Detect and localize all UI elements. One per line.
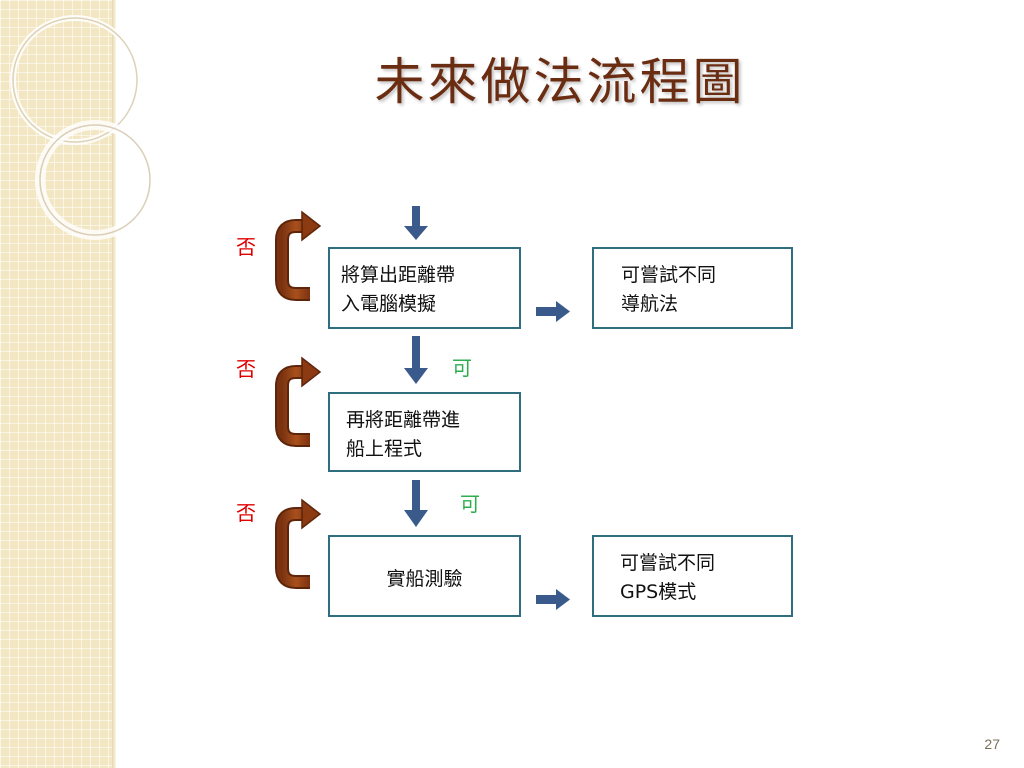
arrow-right-icon	[536, 589, 570, 610]
no-label: 否	[236, 235, 256, 259]
flow-alt-text: GPS模式	[620, 581, 697, 603]
flow-step-text: 實船測驗	[386, 568, 463, 590]
flow-step-ship-program: 再將距離帶進 船上程式	[328, 392, 521, 472]
flow-alt-text: 可嘗試不同	[620, 552, 716, 574]
slide-title: 未來做法流程圖	[374, 53, 746, 111]
no-label: 否	[236, 357, 256, 381]
flow-step-ship-test: 實船測驗	[328, 535, 521, 617]
flow-step-text: 再將距離帶進	[346, 409, 461, 431]
flow-step-simulate: 將算出距離帶 入電腦模擬	[328, 247, 521, 329]
yes-label: 可	[460, 492, 480, 516]
loop-back-arrow-icon	[275, 498, 322, 589]
arrow-right-icon	[536, 301, 570, 322]
arrow-down-icon	[404, 336, 428, 384]
yes-label: 可	[452, 356, 472, 380]
flow-step-text: 船上程式	[346, 438, 423, 460]
flow-alt-navigation: 可嘗試不同 導航法	[592, 247, 793, 329]
arrow-down-icon	[404, 480, 428, 527]
flow-step-text: 將算出距離帶	[341, 264, 456, 286]
side-decoration-edge	[112, 0, 116, 768]
flow-step-text: 入電腦模擬	[341, 293, 437, 315]
flow-alt-text: 導航法	[621, 293, 679, 315]
flow-alt-gps: 可嘗試不同 GPS模式	[592, 535, 793, 617]
loop-back-arrow-icon	[275, 356, 322, 447]
flow-alt-text: 可嘗試不同	[621, 264, 717, 286]
arrow-down-icon	[404, 206, 428, 240]
loop-back-arrow-icon	[275, 210, 322, 301]
decorative-rings	[10, 15, 155, 240]
no-label: 否	[236, 501, 256, 525]
page-number: 27	[984, 736, 1000, 752]
